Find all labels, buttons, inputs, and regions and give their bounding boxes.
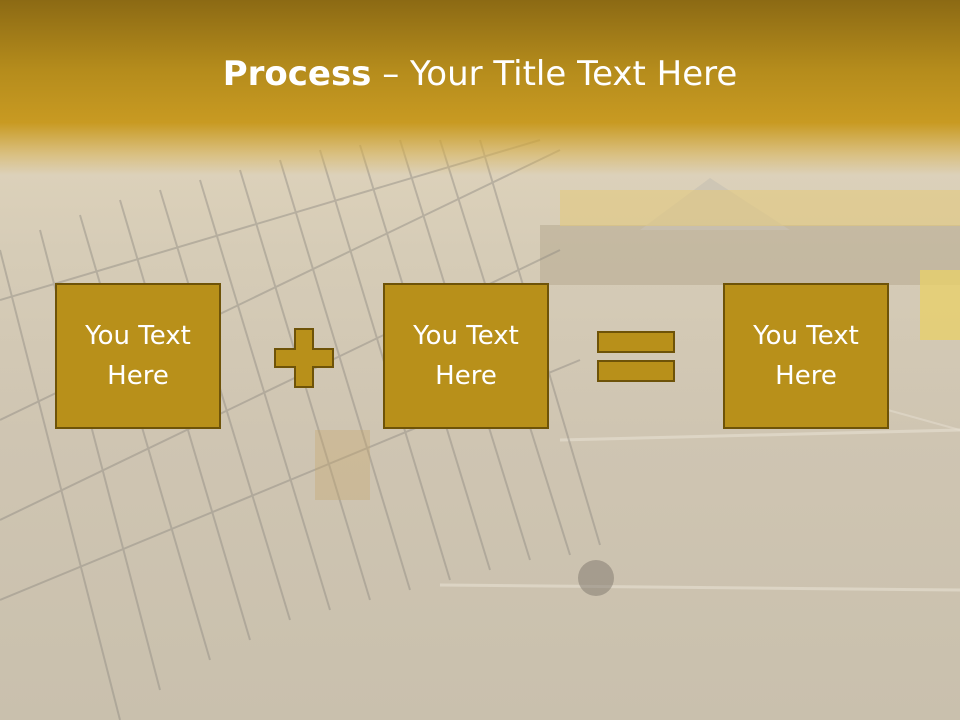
equals-icon bbox=[597, 331, 675, 382]
process-box-3-text: You Text Here bbox=[753, 321, 859, 391]
process-box-2-text: You Text Here bbox=[413, 321, 519, 391]
plus-icon bbox=[274, 328, 334, 388]
slide-title: Process – Your Title Text Here bbox=[0, 52, 960, 96]
title-bar bbox=[0, 0, 960, 175]
process-box-1-text: You Text Here bbox=[85, 321, 191, 391]
process-box-3[interactable]: You Text Here bbox=[723, 283, 889, 429]
title-bold: Process bbox=[222, 54, 372, 94]
process-box-1[interactable]: You Text Here bbox=[55, 283, 221, 429]
title-rest: – Your Title Text Here bbox=[371, 54, 738, 94]
process-box-2[interactable]: You Text Here bbox=[383, 283, 549, 429]
